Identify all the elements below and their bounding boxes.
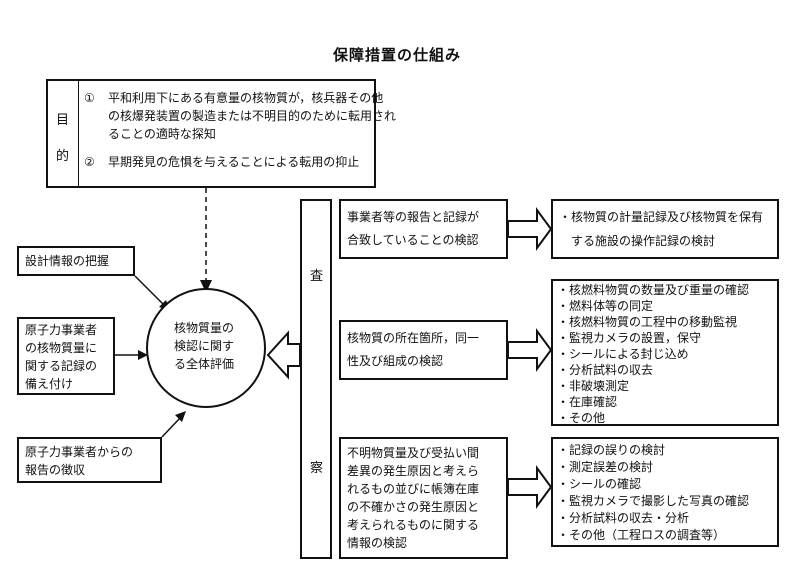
purpose-box: 目 的 ① 平和利用下にある有意量の核物質が，核兵器その他 の核爆発装置の製造ま…: [46, 79, 396, 188]
input-box-line: 設計情報の把握: [25, 254, 110, 268]
input-box-line: の核物質量に: [25, 341, 98, 355]
check-box-location-identity: 核物質の所在箇所，同一 性及び組成の検認: [339, 320, 508, 380]
check-box-report-record: 事業者等の報告と記録が 合致していることの検認: [339, 199, 508, 259]
detail-item: ・核物質の計量記録及び核物質を保有: [559, 210, 764, 224]
inspection-box: 査 察: [300, 199, 332, 559]
input1-arrow-line: [134, 275, 166, 307]
detail-item: 核燃料物質の工程中の移動監視: [557, 314, 777, 330]
detail-item: シールによる封じ込め: [557, 346, 777, 362]
center-line: る全体評価: [174, 357, 235, 371]
detail-item-text: する施設の操作記録の検討: [571, 234, 716, 248]
detail-box-2: 核燃料物質の数量及び重量の確認 燃料体等の同定 核燃料物質の工程中の移動監視 監…: [551, 279, 779, 426]
input-box-reports: 原子力事業者からの 報告の徴収: [17, 437, 162, 483]
purpose-label-2: 的: [56, 149, 70, 164]
input-box-design-info: 設計情報の把握: [17, 246, 135, 276]
check-line: 不明物質量及び受払い間: [347, 446, 480, 460]
inspection-label-2: 察: [310, 461, 324, 476]
input-box-line: 原子力事業者からの: [25, 445, 134, 459]
check-line: 考えられるものに関する: [347, 518, 480, 532]
purpose-item-1-line: ることの適時な探知: [108, 127, 216, 141]
purpose-item-2-number: ②: [84, 155, 95, 169]
purpose-item-1-line: 平和利用下にある有意量の核物質が，核兵器その他: [108, 91, 384, 105]
purpose-to-center-arrowhead: [200, 280, 212, 293]
check-line: 性及び組成の検認: [347, 354, 444, 368]
detail-item: 記録の誤りの検討: [557, 442, 777, 459]
input3-arrow-line: [161, 417, 181, 438]
center-line: 検認に関す: [174, 339, 235, 353]
detail-item-text: 核物質の計量記録及び核物質を保有: [571, 210, 764, 224]
purpose-item-2-text: 早期発見の危惧を与えることによる転用の抑止: [108, 155, 360, 169]
check-line: れるもの並びに帳簿在庫: [347, 482, 480, 496]
purpose-item-1-number: ①: [84, 91, 95, 105]
detail-item: 測定誤差の検討: [557, 459, 777, 476]
detail-item: する施設の操作記録の検討: [559, 229, 777, 253]
inspection-to-center-arrow: [266, 330, 301, 380]
detail-item: 燃料体等の同定: [557, 298, 777, 314]
center-line: 核物質量の: [174, 321, 235, 335]
detail-item: シールの確認: [557, 476, 777, 493]
detail-item: 監視カメラで撮影した写真の確認: [557, 493, 777, 510]
check-line: の不確かさの発生原因と: [347, 500, 480, 514]
input-box-line: 関する記録の: [25, 359, 98, 373]
detail-item: 核燃料物質の数量及び重量の確認: [557, 282, 777, 298]
input-box-records: 原子力事業者 の核物質量に 関する記録の 備え付け: [17, 317, 115, 395]
check-line: 核物質の所在箇所，同一: [347, 331, 480, 345]
detail-item: 分析試料の収去: [557, 362, 777, 378]
check1-to-detail1-arrow: [507, 206, 553, 252]
check3-to-detail3-arrow: [507, 464, 553, 510]
center-text: 核物質量の 検認に関す る全体評価: [174, 319, 234, 373]
detail-item: 分析試料の収去・分析: [557, 510, 777, 527]
overall-evaluation-circle: 核物質量の 検認に関す る全体評価: [146, 288, 266, 408]
detail-item: その他（工程ロスの調査等）: [557, 527, 777, 544]
input-box-line: 報告の徴収: [25, 463, 86, 477]
check-line: 差異の発生原因と考えら: [347, 464, 480, 478]
input2-arrowhead: [138, 350, 148, 360]
check-line: 事業者等の報告と記録が: [347, 210, 480, 224]
detail-item: 監視カメラの設置，保守: [557, 330, 777, 346]
check-box-muf-info: 不明物質量及び受払い間 差異の発生原因と考えら れるもの並びに帳簿在庫 の不確か…: [339, 437, 508, 559]
purpose-label-column: 目 的: [48, 81, 79, 186]
check-line: 合致していることの検認: [347, 233, 479, 247]
detail-item: 非破壊測定: [557, 378, 777, 394]
input-box-line: 備え付け: [25, 377, 74, 391]
input3-arrowhead: [175, 411, 186, 422]
detail-item: 在庫確認: [557, 394, 777, 410]
inspection-label-1: 査: [310, 269, 324, 284]
detail-list-3: 記録の誤りの検討 測定誤差の検討 シールの確認 監視カメラで撮影した写真の確認 …: [557, 442, 777, 544]
purpose-label-1: 目: [56, 113, 70, 128]
detail-list-2: 核燃料物質の数量及び重量の確認 燃料体等の同定 核燃料物質の工程中の移動監視 監…: [557, 282, 777, 426]
check-line: 情報の検認: [347, 536, 408, 550]
page-title: 保障措置の仕組み: [332, 46, 461, 64]
detail-box-1: ・核物質の計量記録及び核物質を保有 する施設の操作記録の検討: [551, 199, 779, 259]
detail-box-3: 記録の誤りの検討 測定誤差の検討 シールの確認 監視カメラで撮影した写真の確認 …: [551, 437, 779, 547]
input-box-line: 原子力事業者: [25, 323, 98, 337]
check2-to-detail2-arrow: [507, 327, 553, 373]
detail-item: その他: [557, 410, 777, 426]
purpose-item-1-line: の核爆発装置の製造または不明目的のために転用され: [108, 109, 397, 123]
